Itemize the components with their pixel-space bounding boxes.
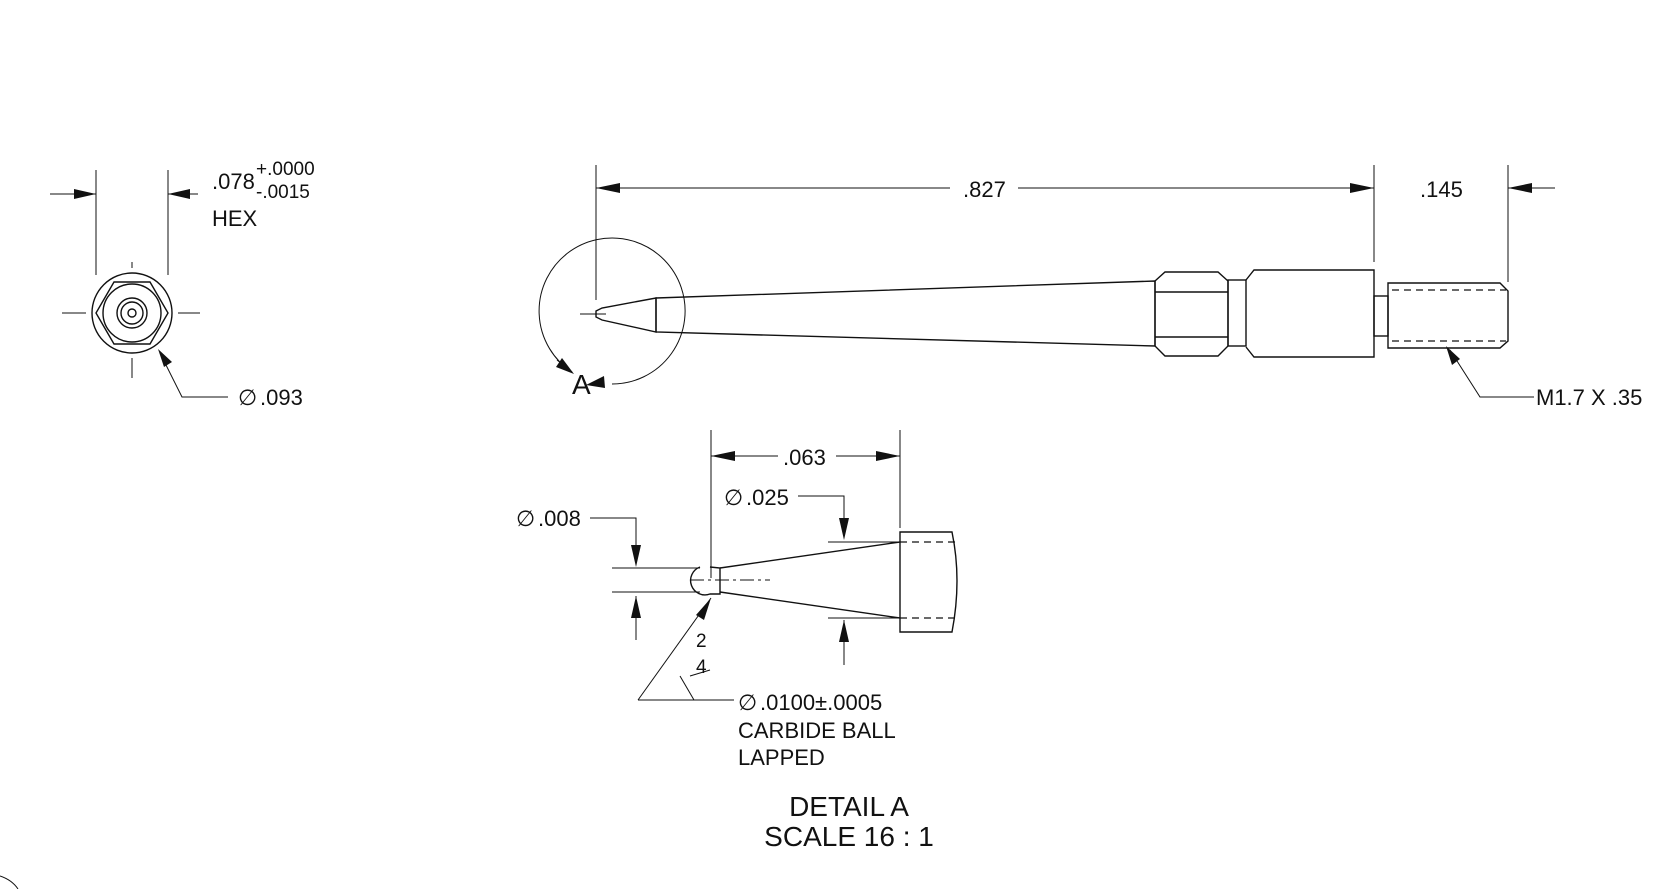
hex-label: HEX xyxy=(212,206,258,231)
hex-dia-symbol: ∅ xyxy=(238,385,257,410)
detail-circle xyxy=(538,237,686,385)
hex-dim: .078 xyxy=(212,169,255,194)
detail-body xyxy=(899,531,958,633)
body-cylinder xyxy=(1245,269,1375,358)
detail-title: DETAIL A xyxy=(789,791,909,822)
hex-section xyxy=(1154,271,1229,357)
ball-dia-symbol: ∅ xyxy=(738,690,757,715)
hex-circle xyxy=(91,272,173,354)
hex-tol-minus: -.0015 xyxy=(256,182,310,203)
ball-dia-value: .0100±.0005 xyxy=(760,690,882,715)
tip-dia-symbol: ∅ xyxy=(724,485,743,510)
stem-dia-value: .008 xyxy=(538,506,581,531)
thread-callout: M1.7 X .35 xyxy=(1536,385,1642,410)
ball-note-1: CARBIDE BALL xyxy=(738,718,896,743)
detail-cone xyxy=(719,541,901,569)
hex-outline xyxy=(95,281,169,345)
taper-shaft xyxy=(655,280,1156,347)
stem-dia-symbol: ∅ xyxy=(516,506,535,531)
thread xyxy=(1387,282,1509,349)
ball-note-2: LAPPED xyxy=(738,745,825,770)
end-view: .078 +.0000 -.0015 HEX ∅ .093 xyxy=(50,159,315,410)
detail-ball xyxy=(689,566,721,596)
detail-callout: A xyxy=(572,369,591,400)
tip-dia-value: .025 xyxy=(746,485,789,510)
corner-mark xyxy=(0,875,19,889)
overall-length-dim: .827 xyxy=(963,177,1006,202)
side-view: .827 .145 A M1.7 X .35 xyxy=(538,165,1642,410)
detail-scale: SCALE 16 : 1 xyxy=(764,821,934,852)
ball-tol-num: 2 xyxy=(696,631,707,652)
detail-length-dim: .063 xyxy=(783,445,826,470)
ball-tol-den: 4 xyxy=(696,657,707,678)
detail-view: .063 ∅ .025 ∅ .008 2 4 xyxy=(516,430,958,852)
hex-tol-plus: +.0000 xyxy=(256,159,315,180)
stylus-tip xyxy=(595,297,657,333)
hex-dia-value: .093 xyxy=(260,385,303,410)
thread-length-dim: .145 xyxy=(1420,177,1463,202)
